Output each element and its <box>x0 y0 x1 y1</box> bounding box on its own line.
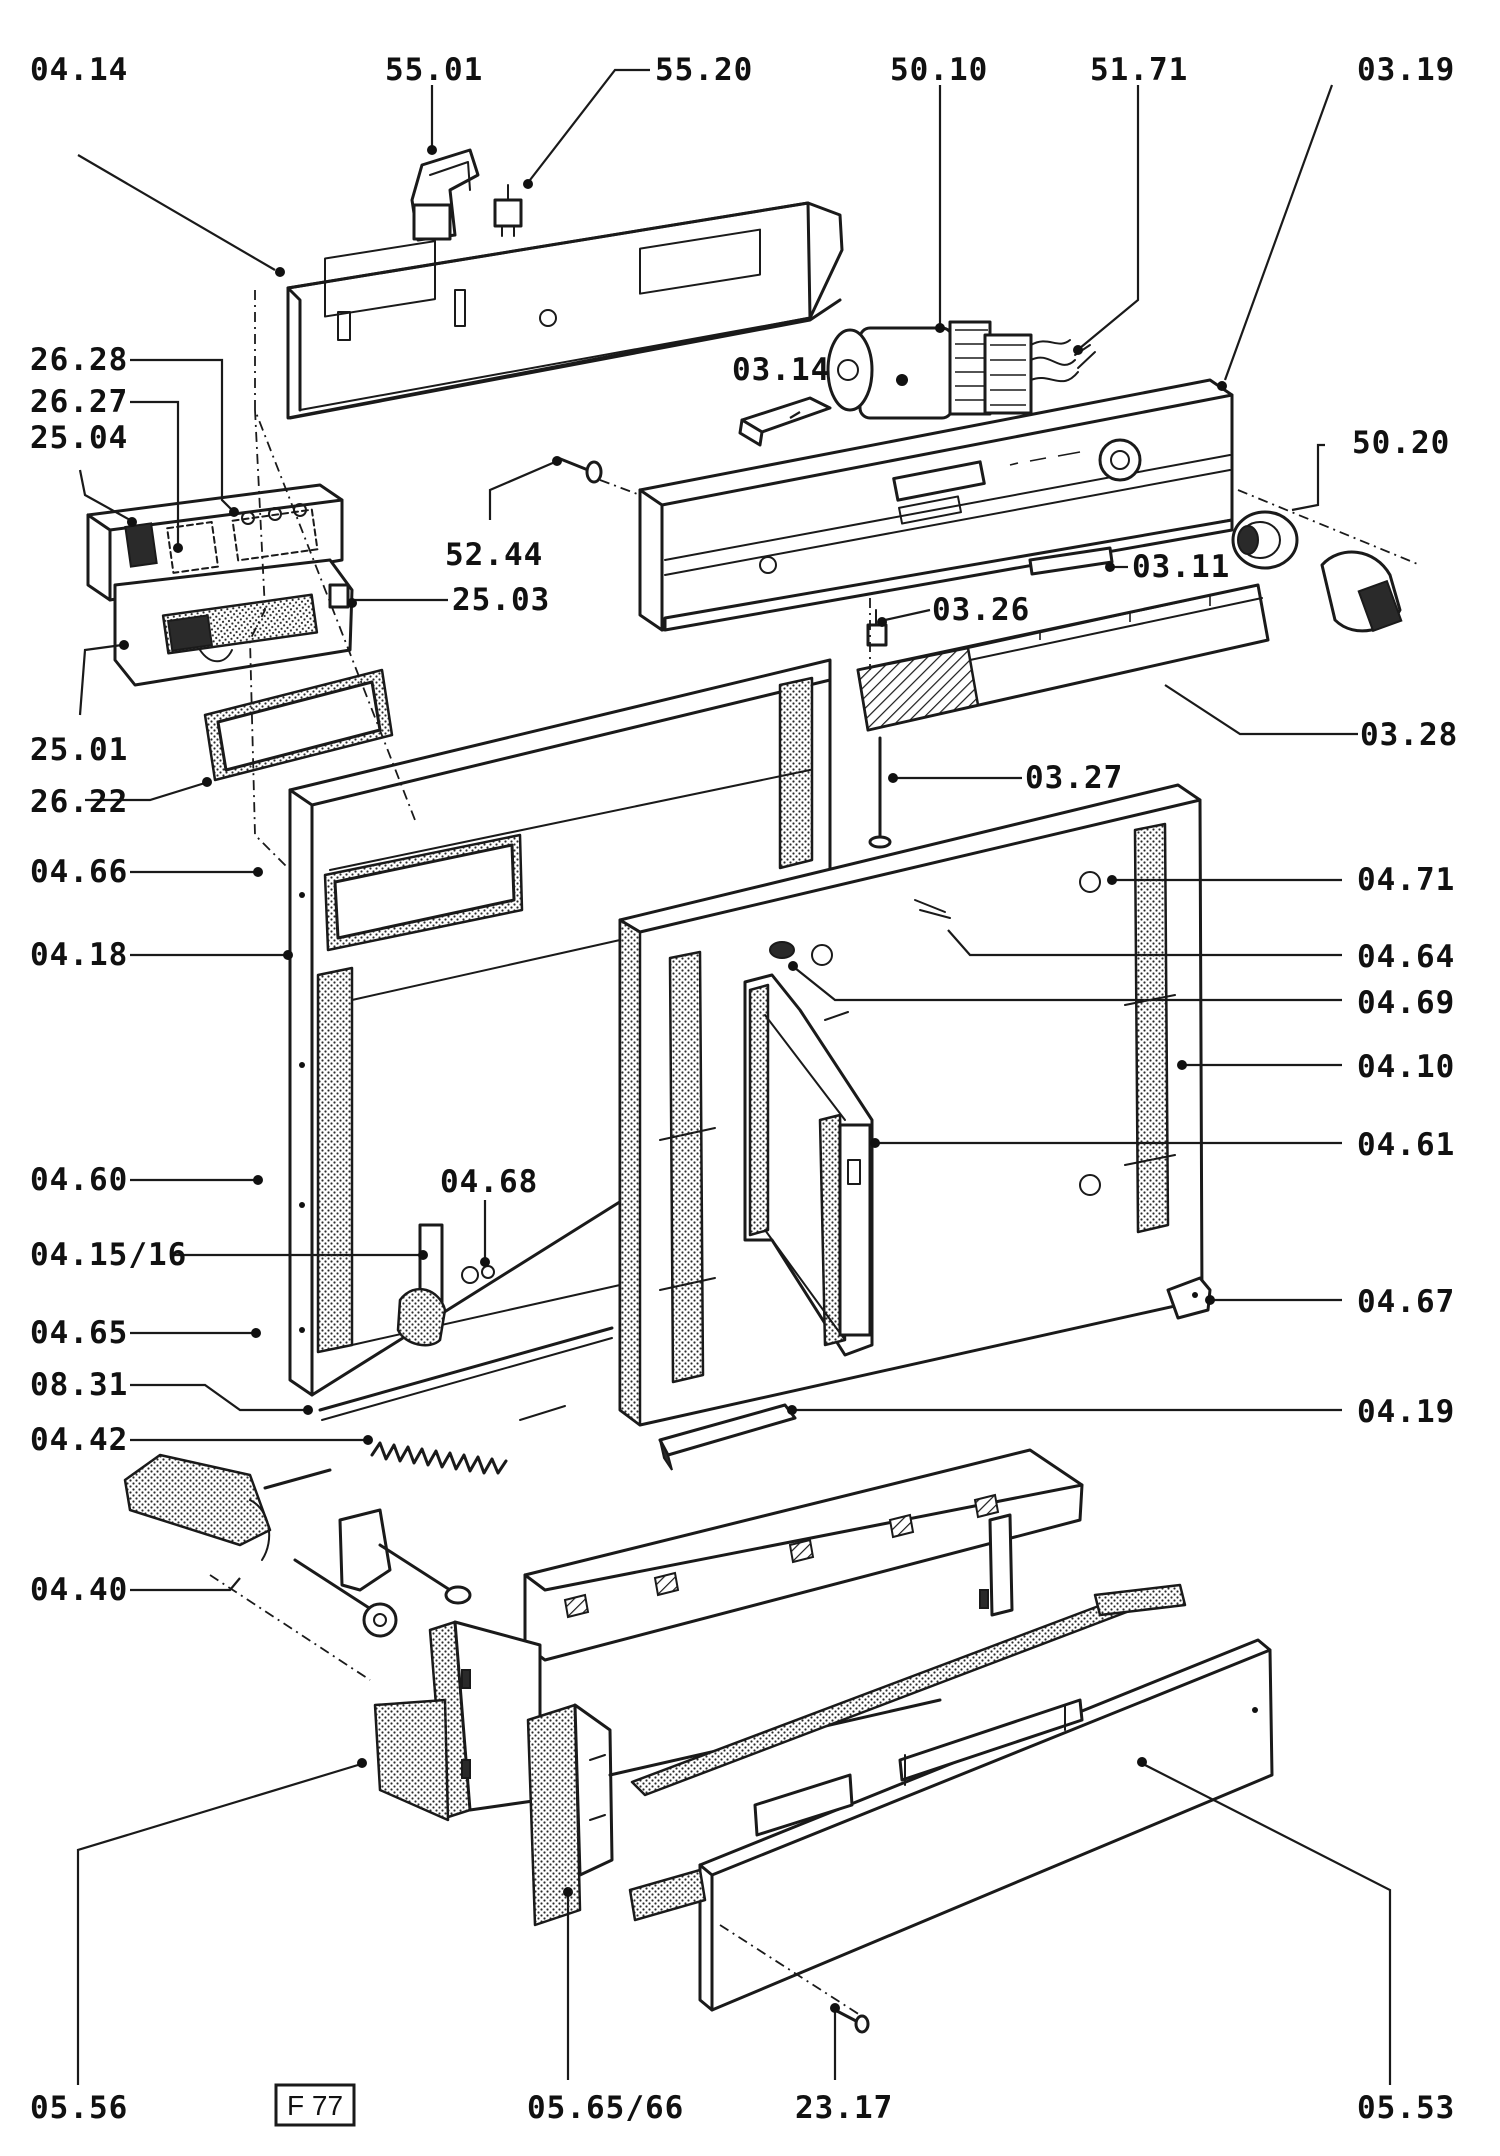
callout-26-27: 26.27 <box>30 384 128 420</box>
callout-52-44: 52.44 <box>445 537 543 573</box>
callout-04-42: 04.42 <box>30 1422 128 1458</box>
callout-03-27: 03.27 <box>1025 760 1123 796</box>
callout-04-18: 04.18 <box>30 937 128 973</box>
part-spring-0442 <box>370 1405 566 1475</box>
part-outer-door-panel <box>618 783 1204 1427</box>
callout-51-71: 51.71 <box>1090 52 1188 88</box>
callout-03-11: 03.11 <box>1132 549 1230 585</box>
part-screw-2317 <box>833 2008 870 2034</box>
callout-04-64: 04.64 <box>1357 939 1455 975</box>
part-base-frame <box>373 1448 1084 1822</box>
part-switch-bracket <box>410 148 523 242</box>
callout-04-14: 04.14 <box>30 52 128 88</box>
callout-25-04: 25.04 <box>30 420 128 456</box>
callout-55-20: 55.20 <box>655 52 753 88</box>
callout-04-71: 04.71 <box>1357 862 1455 898</box>
part-badge-0311 <box>1028 546 1114 576</box>
callout-55-01: 55.01 <box>385 52 483 88</box>
callout-25-03: 25.03 <box>452 582 550 618</box>
callout-25-01: 25.01 <box>30 732 128 768</box>
part-timer-motor <box>826 320 992 420</box>
part-hinge-arm-0440 <box>123 1453 472 1681</box>
part-strip-0328 <box>856 583 1270 732</box>
part-inner-door-panel <box>288 658 832 1397</box>
callout-04-60: 04.60 <box>30 1162 128 1198</box>
callout-leaders <box>76 68 1392 2085</box>
callout-50-10: 50.10 <box>890 52 988 88</box>
part-screw-0327 <box>868 736 892 849</box>
figure-badge: F 77 <box>274 2083 356 2127</box>
callout-26-28: 26.28 <box>30 342 128 378</box>
callout-03-28: 03.28 <box>1360 717 1458 753</box>
callout-04-68: 04.68 <box>440 1164 538 1200</box>
callout-05-53: 05.53 <box>1357 2090 1455 2126</box>
callout-04-67: 04.67 <box>1357 1284 1455 1320</box>
callout-04-61: 04.61 <box>1357 1127 1455 1163</box>
callout-03-19: 03.19 <box>1357 52 1455 88</box>
part-knob-assembly <box>1231 489 1421 633</box>
figure-badge-text: F 77 <box>287 2090 343 2121</box>
callout-05-56: 05.56 <box>30 2090 128 2126</box>
callout-50-20: 50.20 <box>1352 425 1450 461</box>
part-gasket <box>203 668 394 782</box>
callout-04-15-16: 04.15/16 <box>30 1237 187 1273</box>
part-door-latch <box>396 1223 495 1347</box>
callout-04-10: 04.10 <box>1357 1049 1455 1085</box>
callout-03-14: 03.14 <box>732 352 830 388</box>
part-wiring-harness <box>983 333 1096 415</box>
callout-23-17: 23.17 <box>795 2090 893 2126</box>
callout-04-65: 04.65 <box>30 1315 128 1351</box>
assembly-guide-lines <box>249 290 871 871</box>
callout-03-26: 03.26 <box>932 592 1030 628</box>
callout-04-19: 04.19 <box>1357 1394 1455 1430</box>
part-rod-0831 <box>318 1326 614 1421</box>
part-fastener-0326 <box>866 609 888 647</box>
part-hinge-pin-0419 <box>658 1403 797 1471</box>
part-hinge-mechanism <box>743 941 874 1357</box>
part-dispenser-body <box>113 558 354 687</box>
part-bracket-0314 <box>738 396 832 447</box>
part-screw-5244 <box>556 456 603 484</box>
callout-08-31: 08.31 <box>30 1367 128 1403</box>
callout-04-66: 04.66 <box>30 854 128 890</box>
callout-labels: 04.14 55.01 55.20 50.10 51.71 03.19 26.2… <box>30 52 1458 2126</box>
part-kick-panel <box>628 1583 1274 2016</box>
callout-05-65-66: 05.65/66 <box>527 2090 684 2126</box>
callout-04-69: 04.69 <box>1357 985 1455 1021</box>
callout-26-22: 26.22 <box>30 784 128 820</box>
part-dispenser-cover <box>86 483 344 602</box>
callout-04-40: 04.40 <box>30 1572 128 1608</box>
part-top-bracket-rail <box>286 201 844 420</box>
part-control-panel <box>638 378 1234 632</box>
